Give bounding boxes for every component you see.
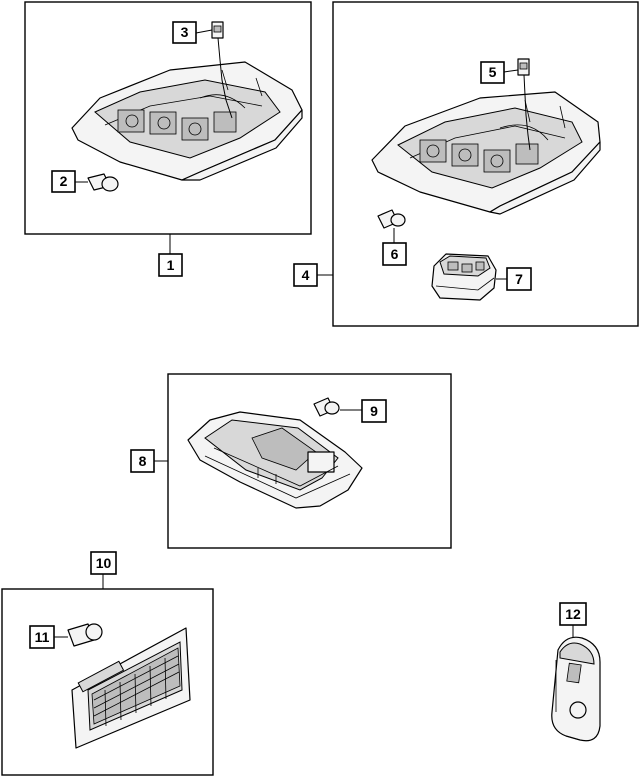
svg-text:4: 4 [302, 267, 310, 283]
callout-11: 11 [29, 625, 55, 649]
svg-text:2: 2 [60, 173, 68, 189]
callout-12: 12 [559, 602, 587, 626]
wedge-bulb-icon [377, 209, 406, 229]
wire-connector-icon [211, 21, 233, 119]
svg-text:3: 3 [181, 24, 189, 40]
callout-7: 7 [506, 267, 532, 291]
svg-text:1: 1 [167, 257, 175, 273]
svg-text:5: 5 [489, 64, 497, 80]
callout-9: 9 [361, 399, 387, 423]
callout-4: 4 [293, 263, 318, 287]
svg-text:12: 12 [565, 606, 581, 622]
svg-text:7: 7 [515, 271, 523, 287]
svg-text:6: 6 [391, 246, 399, 262]
callout-6: 6 [382, 242, 407, 266]
dome-lamp-icon [187, 411, 363, 509]
svg-text:8: 8 [139, 453, 147, 469]
wedge-bulb-icon [313, 397, 340, 417]
svg-text:9: 9 [370, 403, 378, 419]
svg-text:10: 10 [96, 555, 112, 571]
overhead-console-icon [371, 91, 601, 215]
callout-1: 1 [158, 253, 183, 277]
callout-2: 2 [51, 170, 76, 193]
switch-module-icon [431, 253, 497, 301]
wire-connector-icon [517, 58, 531, 151]
cargo-lamp-icon [71, 627, 191, 749]
callout-8: 8 [130, 449, 155, 473]
callout-5: 5 [480, 61, 505, 84]
group-1-frame [24, 1, 312, 235]
group-4-frame [332, 1, 639, 327]
callout-3: 3 [172, 21, 197, 44]
wedge-bulb-icon [67, 623, 103, 647]
wedge-bulb-icon [87, 173, 119, 192]
key-fob-icon [551, 636, 601, 742]
overhead-console-icon [71, 61, 303, 181]
callout-10: 10 [90, 551, 117, 575]
group-10-frame [1, 588, 214, 776]
svg-text:11: 11 [35, 629, 50, 645]
